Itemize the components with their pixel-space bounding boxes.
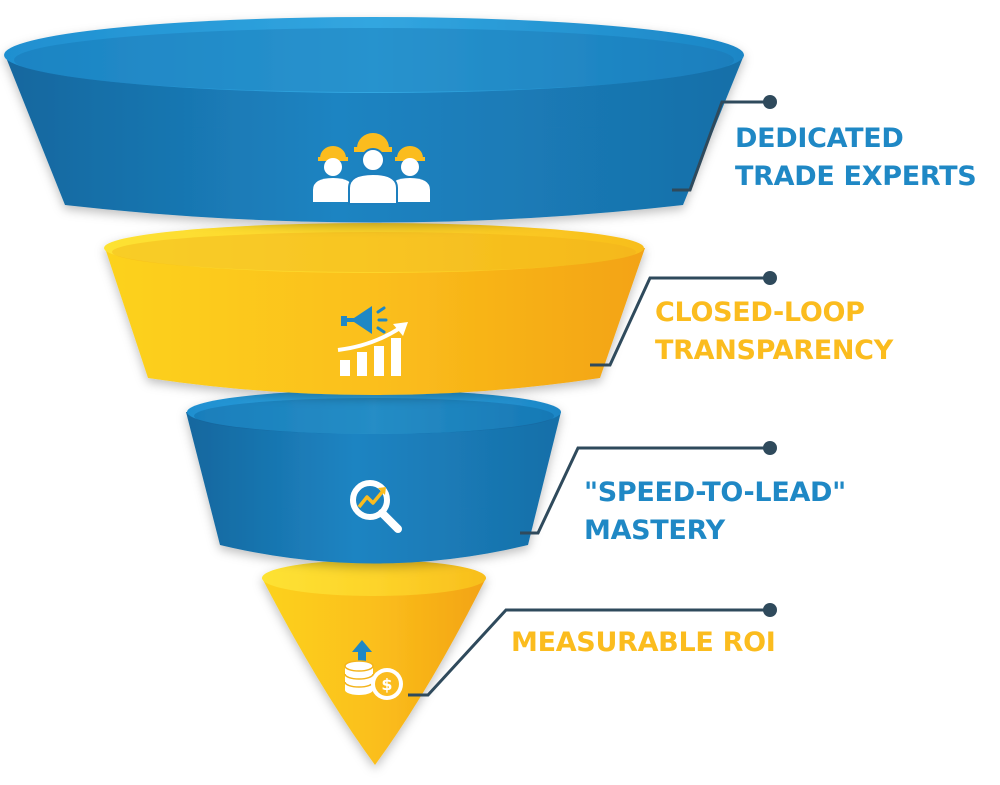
stage-2-label: CLOSED-LOOP TRANSPARENCY bbox=[655, 294, 893, 370]
stage-1-label-line-1: DEDICATED bbox=[735, 123, 904, 154]
stage-3-label-line-1: "SPEED-TO-LEAD" bbox=[584, 477, 846, 508]
construction-workers-icon bbox=[313, 133, 430, 205]
stage-1-label: DEDICATED TRADE EXPERTS bbox=[735, 120, 977, 196]
stage-1-label-line-2: TRADE EXPERTS bbox=[735, 161, 977, 192]
funnel-stage-2 bbox=[104, 223, 645, 395]
stage-4-label: MEASURABLE ROI bbox=[511, 624, 776, 662]
stage-2-label-line-1: CLOSED-LOOP bbox=[655, 297, 865, 328]
stage-3-label: "SPEED-TO-LEAD" MASTERY bbox=[584, 474, 846, 550]
funnel-stage-4 bbox=[262, 560, 486, 765]
megaphone-growth-chart-icon bbox=[337, 306, 408, 376]
stage-4-label-line-1: MEASURABLE ROI bbox=[511, 627, 776, 658]
magnifier-trend-icon bbox=[350, 480, 402, 533]
connector-1 bbox=[672, 95, 777, 192]
stage-3-label-line-2: MASTERY bbox=[584, 515, 725, 546]
coins-dollar-up-icon: $ bbox=[344, 640, 403, 700]
connector-3 bbox=[520, 441, 777, 535]
stage-2-label-line-2: TRANSPARENCY bbox=[655, 335, 893, 366]
funnel-stage-3 bbox=[186, 390, 561, 564]
connector-4 bbox=[408, 603, 777, 697]
svg-text:$: $ bbox=[381, 675, 392, 694]
connector-2 bbox=[590, 271, 777, 367]
